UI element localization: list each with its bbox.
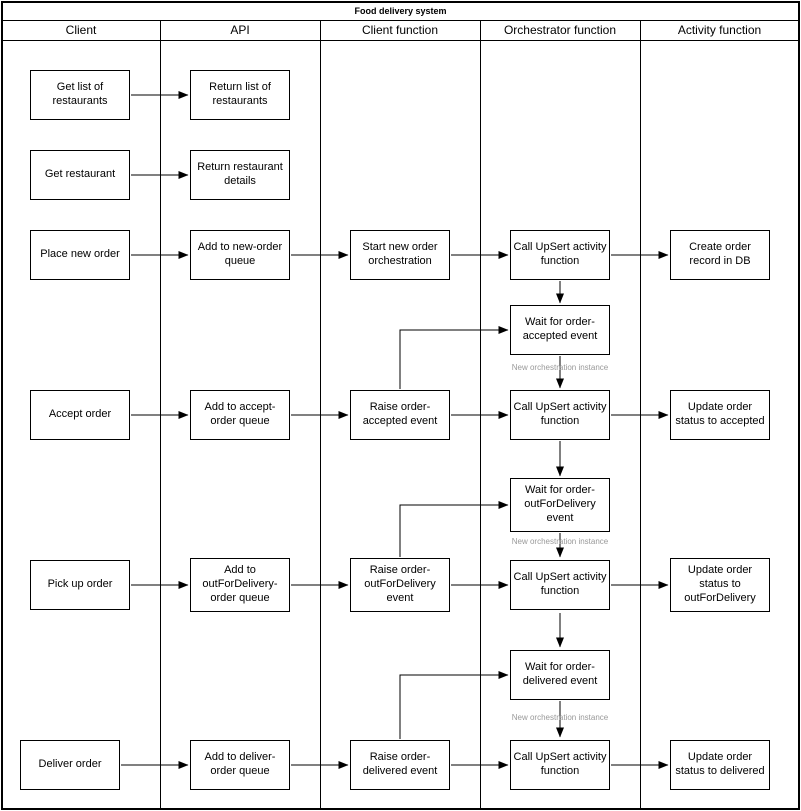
node-accept-order[interactable]: Accept order <box>30 390 130 440</box>
pool-title: Food delivery system <box>354 6 447 16</box>
arrow-raiseofd-to-wait2 <box>399 501 509 557</box>
node-raise-order-accepted[interactable]: Raise order-accepted event <box>350 390 450 440</box>
node-call-upsert-3[interactable]: Call UpSert activity function <box>510 560 610 610</box>
lane-header-client: Client <box>65 23 97 37</box>
lane-header-activity-function: Activity function <box>677 23 762 37</box>
lane-divider-4 <box>640 20 641 809</box>
arrow-raiseaccepted-to-wait1 <box>399 326 509 389</box>
node-pick-up-order[interactable]: Pick up order <box>30 560 130 610</box>
lane-divider-2 <box>320 20 321 809</box>
node-get-list-of-restaurants[interactable]: Get list of restaurants <box>30 70 130 120</box>
edge-label-new-orchestration-instance-2: New orchestration instance <box>511 537 609 546</box>
node-deliver-order[interactable]: Deliver order <box>20 740 120 790</box>
edge-label-new-orchestration-instance-1: New orchestration instance <box>511 363 609 372</box>
header-separator-line <box>3 40 798 41</box>
lane-header-api: API <box>230 23 250 37</box>
node-start-new-order-orchestration[interactable]: Start new order orchestration <box>350 230 450 280</box>
node-raise-order-delivered[interactable]: Raise order-delivered event <box>350 740 450 790</box>
lane-header-orchestrator-function: Orchestrator function <box>503 23 617 37</box>
node-raise-order-outfordelivery[interactable]: Raise order-outForDelivery event <box>350 558 450 612</box>
arrow-raisedelivered-to-wait3 <box>399 671 509 739</box>
edge-label-new-orchestration-instance-3: New orchestration instance <box>511 713 609 722</box>
lane-divider-3 <box>480 20 481 809</box>
title-separator-line <box>3 20 798 21</box>
lane-header-client-function: Client function <box>361 23 439 37</box>
node-return-restaurant-details[interactable]: Return restaurant details <box>190 150 290 200</box>
node-create-order-record-in-db[interactable]: Create order record in DB <box>670 230 770 280</box>
node-update-status-accepted[interactable]: Update order status to accepted <box>670 390 770 440</box>
node-get-restaurant[interactable]: Get restaurant <box>30 150 130 200</box>
node-update-status-delivered[interactable]: Update order status to delivered <box>670 740 770 790</box>
node-wait-for-order-outfordelivery[interactable]: Wait for order-outForDelivery event <box>510 478 610 532</box>
lane-divider-1 <box>160 20 161 809</box>
node-wait-for-order-delivered[interactable]: Wait for order-delivered event <box>510 650 610 700</box>
node-add-to-outfordelivery-queue[interactable]: Add to outForDelivery-order queue <box>190 558 290 612</box>
node-call-upsert-2[interactable]: Call UpSert activity function <box>510 390 610 440</box>
node-update-status-outfordelivery[interactable]: Update order status to outForDelivery <box>670 558 770 612</box>
node-add-to-accept-order-queue[interactable]: Add to accept-order queue <box>190 390 290 440</box>
node-place-new-order[interactable]: Place new order <box>30 230 130 280</box>
node-add-to-new-order-queue[interactable]: Add to new-order queue <box>190 230 290 280</box>
node-call-upsert-4[interactable]: Call UpSert activity function <box>510 740 610 790</box>
node-add-to-deliver-order-queue[interactable]: Add to deliver-order queue <box>190 740 290 790</box>
node-return-list-of-restaurants[interactable]: Return list of restaurants <box>190 70 290 120</box>
node-call-upsert-1[interactable]: Call UpSert activity function <box>510 230 610 280</box>
node-wait-for-order-accepted[interactable]: Wait for order-accepted event <box>510 305 610 355</box>
